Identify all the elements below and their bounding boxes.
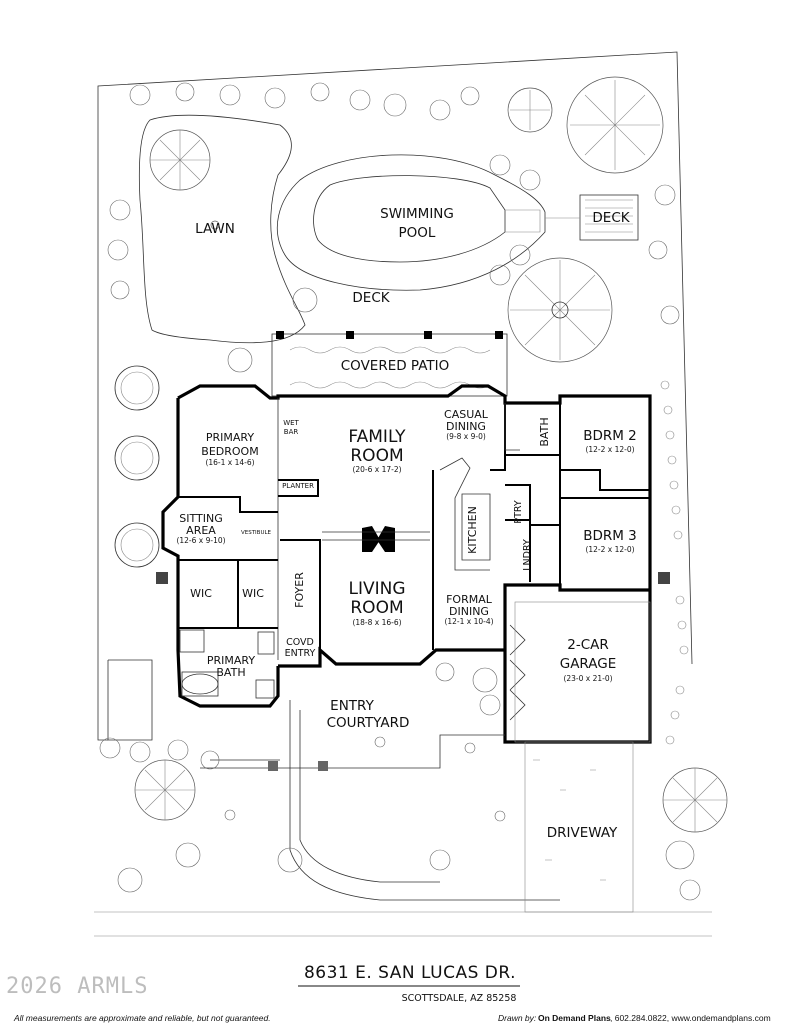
garage-label-line2: GARAGE bbox=[560, 656, 617, 672]
family-room-label-line1: FAMILY bbox=[348, 427, 406, 447]
garage-dimensions: (23-0 x 21-0) bbox=[563, 674, 612, 683]
sitting-area-label-line2: AREA bbox=[186, 524, 216, 537]
sitting-area-dimensions: (12-6 x 9-10) bbox=[176, 536, 225, 545]
foyer-label: FOYER bbox=[293, 572, 306, 608]
swimming-pool bbox=[313, 175, 541, 263]
planter-label: PLANTER bbox=[282, 482, 314, 490]
primary-bedroom-dimensions: (16-1 x 14-6) bbox=[205, 458, 254, 467]
room-labels: LAWN SWIMMING POOL DECK DECK COVERED PAT… bbox=[176, 206, 636, 841]
interior-walls bbox=[178, 403, 650, 664]
entry-paths bbox=[156, 572, 670, 901]
driveway-label: DRIVEWAY bbox=[547, 825, 618, 841]
drawn-by-contact: , 602.284.0822, www.ondemandplans.com bbox=[610, 1013, 771, 1023]
pantry-label: PTRY bbox=[513, 500, 524, 524]
garage-label-line1: 2-CAR bbox=[567, 637, 609, 653]
covered-patio-label: COVERED PATIO bbox=[341, 358, 450, 374]
bdrm3-dimensions: (12-2 x 12-0) bbox=[585, 545, 634, 554]
wet-bar-label-line1: WET bbox=[283, 419, 299, 427]
planter-circle-icon bbox=[114, 522, 160, 568]
bdrm2-dimensions: (12-2 x 12-0) bbox=[585, 445, 634, 454]
lot-boundary bbox=[94, 51, 712, 937]
primary-bath-label-line1: PRIMARY bbox=[207, 654, 255, 667]
kitchen-label: KITCHEN bbox=[466, 506, 479, 554]
bdrm2-label: BDRM 2 bbox=[583, 428, 637, 444]
shrub-icon bbox=[107, 199, 318, 373]
tree-icon bbox=[507, 87, 553, 133]
formal-dining-label-line2: DINING bbox=[449, 605, 489, 618]
living-room-label-line1: LIVING bbox=[348, 579, 405, 599]
shrub-icon bbox=[129, 82, 480, 121]
watermark-text: 2026 ARMLS bbox=[6, 974, 148, 999]
fireplaces bbox=[322, 526, 430, 552]
covered-entry-label-line1: COVD bbox=[286, 637, 314, 648]
laundry-label: LNDRY bbox=[522, 539, 533, 571]
primary-bath-fixtures bbox=[179, 629, 275, 699]
living-room-label-line2: ROOM bbox=[350, 598, 403, 618]
planter-circle-icon bbox=[114, 365, 160, 411]
tree-icon bbox=[507, 257, 613, 363]
footer: All measurements are approximate and rel… bbox=[13, 1013, 771, 1023]
tree-icon bbox=[149, 129, 211, 191]
city-state-zip: SCOTTSDALE, AZ 85258 bbox=[402, 993, 517, 1004]
wic-left-label: WIC bbox=[190, 587, 212, 600]
bdrm3-label: BDRM 3 bbox=[583, 528, 637, 544]
entry-courtyard-label-line2: COURTYARD bbox=[327, 715, 410, 731]
hedge-dots bbox=[660, 380, 689, 745]
pool-label-line2: POOL bbox=[399, 225, 436, 241]
wic-right-label: WIC bbox=[242, 587, 264, 600]
formal-dining-dimensions: (12-1 x 10-4) bbox=[444, 617, 493, 626]
formal-dining-label-line1: FORMAL bbox=[446, 593, 493, 606]
family-room-dimensions: (20-6 x 17-2) bbox=[352, 465, 401, 474]
lawn-label: LAWN bbox=[195, 221, 235, 237]
shrub-icon bbox=[99, 737, 701, 901]
garage-doors bbox=[509, 601, 651, 743]
driveway-area bbox=[524, 741, 634, 913]
address-block: 8631 E. SAN LUCAS DR. SCOTTSDALE, AZ 852… bbox=[298, 963, 520, 1004]
living-room-dimensions: (18-8 x 16-6) bbox=[352, 618, 401, 627]
family-room-label-line2: ROOM bbox=[350, 446, 403, 466]
entry-courtyard-label-line1: ENTRY bbox=[330, 698, 374, 714]
bath-label: BATH bbox=[538, 417, 551, 446]
tree-icon bbox=[134, 759, 196, 821]
sitting-area-label-line1: SITTING bbox=[179, 512, 222, 525]
primary-bath-label-line2: BATH bbox=[216, 666, 245, 679]
lawn-area bbox=[138, 114, 306, 344]
casual-dining-label-line2: DINING bbox=[446, 420, 486, 433]
deck-right-platform bbox=[545, 194, 639, 241]
street-address: 8631 E. SAN LUCAS DR. bbox=[304, 963, 516, 983]
wet-bar-label-line2: BAR bbox=[284, 428, 299, 436]
deck-bottom-label: DECK bbox=[352, 290, 390, 306]
tree-icon bbox=[210, 220, 220, 230]
primary-bedroom-label-line2: BEDROOM bbox=[201, 445, 258, 458]
drawn-by-company: On Demand Plans bbox=[538, 1013, 611, 1023]
shrub-icon bbox=[224, 662, 506, 822]
deck-right-label: DECK bbox=[592, 210, 630, 226]
pool-label-line1: SWIMMING bbox=[380, 206, 454, 222]
primary-bedroom-label-line1: PRIMARY bbox=[206, 431, 254, 444]
disclaimer-text: All measurements are approximate and rel… bbox=[13, 1013, 271, 1023]
landscaping bbox=[99, 76, 728, 901]
kitchen-counters bbox=[439, 403, 520, 571]
pool-deck bbox=[277, 154, 546, 291]
drawn-by-label: Drawn by: bbox=[498, 1013, 537, 1023]
planter-circle-icon bbox=[114, 435, 160, 481]
casual-dining-label-line1: CASUAL bbox=[444, 408, 489, 421]
shrub-icon bbox=[489, 154, 680, 325]
casual-dining-dimensions: (9-8 x 9-0) bbox=[446, 432, 486, 441]
covered-entry-label-line2: ENTRY bbox=[285, 648, 316, 659]
tree-icon bbox=[662, 767, 728, 833]
tree-icon bbox=[566, 76, 664, 174]
vestibule-label: VESTIBULE bbox=[241, 530, 272, 536]
